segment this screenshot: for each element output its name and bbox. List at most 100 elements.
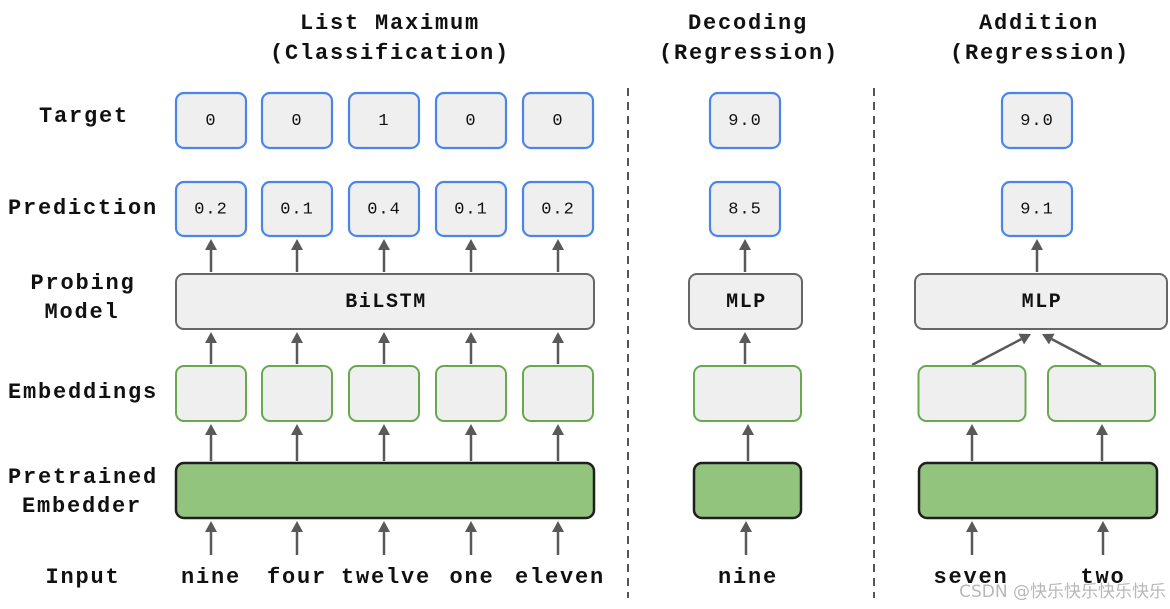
panel-title: Addition <box>979 11 1099 36</box>
watermark: CSDN @快乐快乐快乐快乐 <box>959 582 1166 602</box>
flow-arrow <box>465 424 477 461</box>
flow-arrow <box>378 424 390 461</box>
flow-arrow-shaft <box>1051 338 1102 367</box>
prediction-cell: 0.1 <box>434 180 508 238</box>
probing-model-label: MLP <box>726 291 767 314</box>
pretrained-embedder-box <box>692 461 803 520</box>
flow-arrow-head <box>465 521 477 532</box>
target-box <box>521 91 595 150</box>
input-word: two <box>1080 565 1125 590</box>
flow-arrow <box>1097 521 1109 555</box>
flow-arrow <box>740 521 752 555</box>
prediction-cell: 0.1 <box>260 180 334 238</box>
panel-subtitle: (Regression) <box>659 41 839 66</box>
flow-arrow-head <box>378 332 390 343</box>
pretrained-embedder-box <box>917 461 1159 520</box>
prediction-value: 0.4 <box>367 201 401 220</box>
prediction-box <box>174 180 248 238</box>
prediction-cell: 0.4 <box>347 180 421 238</box>
panel-titles: List Maximum (Classification) Decoding (… <box>270 11 1130 66</box>
flow-arrow <box>291 239 303 272</box>
flow-arrow-head <box>1018 333 1031 345</box>
probing-model-label: BiLSTM <box>345 291 427 314</box>
prediction-box <box>260 180 334 238</box>
target-value: 0 <box>552 112 563 131</box>
row-label-pretrained-embedder: Embedder <box>22 494 142 519</box>
embedding-box <box>917 365 1027 422</box>
flow-arrow <box>552 521 564 555</box>
target-cell: 9.0 <box>708 91 782 150</box>
flow-arrow <box>205 424 217 461</box>
flow-arrow-head <box>966 521 978 532</box>
flow-arrow <box>971 333 1031 367</box>
row-label-input: Input <box>45 565 120 590</box>
target-cell: 0 <box>434 91 508 150</box>
flow-arrow <box>378 521 390 555</box>
flow-arrow <box>465 239 477 272</box>
panel-subtitle: (Regression) <box>950 41 1130 66</box>
flow-arrow <box>465 521 477 555</box>
embedding-box <box>261 365 333 422</box>
prediction-box <box>708 180 782 238</box>
flow-arrow <box>291 521 303 555</box>
flow-arrow-head <box>552 424 564 435</box>
row-label-prediction: Prediction <box>8 196 158 221</box>
input-word: nine <box>181 565 241 590</box>
row-label-probing-model: Probing <box>30 271 135 296</box>
flow-arrow <box>966 424 978 461</box>
flow-arrow <box>1096 424 1108 461</box>
target-box <box>174 91 248 150</box>
probing-model-box <box>914 273 1168 330</box>
embedding-box <box>348 365 420 422</box>
flow-arrow <box>291 424 303 461</box>
flow-arrow <box>378 332 390 364</box>
flow-arrow-head <box>1042 333 1055 345</box>
target-value: 1 <box>378 112 389 131</box>
flow-arrow <box>552 239 564 272</box>
target-cell: 9.0 <box>1000 91 1074 150</box>
flow-arrow-head <box>742 424 754 435</box>
target-box <box>708 91 782 150</box>
embedding-box <box>435 365 507 422</box>
embedding-box <box>522 365 594 422</box>
target-value: 0 <box>291 112 302 131</box>
embedding-box <box>1047 365 1156 422</box>
row-label-embeddings: Embeddings <box>8 380 158 405</box>
prediction-box <box>347 180 421 238</box>
flow-arrow-head <box>465 424 477 435</box>
prediction-box <box>434 180 508 238</box>
input-word: nine <box>718 565 778 590</box>
target-box <box>434 91 508 150</box>
target-box <box>260 91 334 150</box>
input-word: seven <box>933 565 1008 590</box>
flow-arrow-head <box>291 332 303 343</box>
flow-arrow-head <box>205 332 217 343</box>
flow-arrow-head <box>739 332 751 343</box>
panel-subtitle: (Classification) <box>270 41 510 66</box>
flow-arrow <box>552 332 564 364</box>
target-value: 0 <box>205 112 216 131</box>
embedding-box <box>693 365 802 422</box>
input-word: four <box>267 565 327 590</box>
target-cell: 0 <box>174 91 248 150</box>
flow-arrow-head <box>291 521 303 532</box>
input-word: twelve <box>341 565 431 590</box>
prediction-value: 9.1 <box>1020 201 1054 220</box>
flow-arrow <box>739 239 751 272</box>
flow-arrow <box>742 424 754 461</box>
flow-arrow-head <box>205 521 217 532</box>
flow-arrow-head <box>465 332 477 343</box>
row-label-probing-model: Model <box>44 300 119 325</box>
prediction-cell: 9.1 <box>1000 180 1074 238</box>
panel-title: Decoding <box>688 11 808 36</box>
probing-model-box <box>175 273 595 330</box>
prediction-value: 8.5 <box>728 201 762 220</box>
target-box <box>347 91 421 150</box>
flow-arrow <box>739 332 751 364</box>
flow-arrow-head <box>378 424 390 435</box>
embedding-box <box>175 365 247 422</box>
flow-arrow-head <box>739 239 751 250</box>
input-word: one <box>449 565 494 590</box>
